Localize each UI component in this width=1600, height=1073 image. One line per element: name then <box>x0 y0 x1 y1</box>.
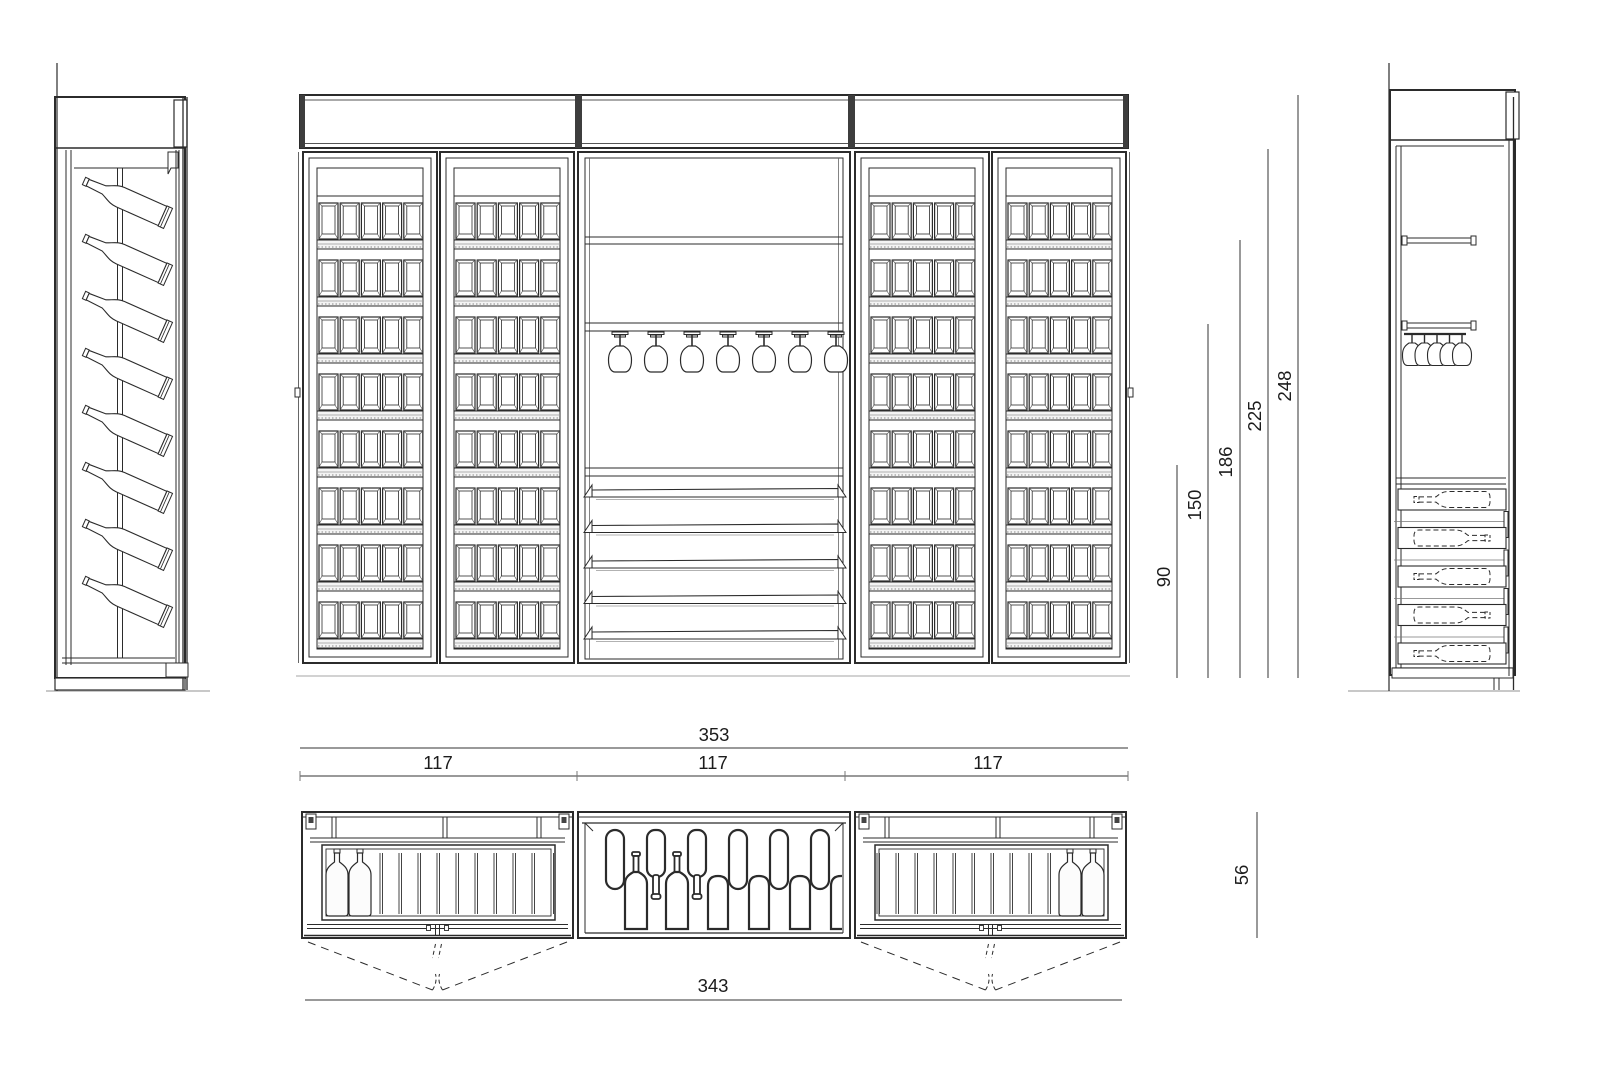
shelf-row <box>316 373 424 421</box>
shelf-row <box>316 202 424 250</box>
shelf-row <box>316 601 424 649</box>
pullout-tray <box>583 518 847 536</box>
shelf-row <box>453 487 561 535</box>
dim-label-overall-width: 353 <box>699 724 730 745</box>
shelf-row <box>868 487 976 535</box>
tilted-bottle <box>81 176 174 230</box>
plan-middle-module <box>577 811 851 939</box>
plan-door-module <box>301 811 574 991</box>
shelf-row <box>868 544 976 592</box>
pullout-tray <box>583 625 847 642</box>
wine-glass <box>607 331 633 373</box>
shelf-row <box>1005 487 1113 535</box>
wine-glass-side <box>1451 334 1473 367</box>
plan-bottle <box>325 848 349 917</box>
plan-bottle <box>1058 848 1082 917</box>
plan-bottle-slots <box>604 828 842 931</box>
dim-label-module-width-3: 117 <box>973 752 1003 773</box>
tilted-bottle <box>81 575 174 629</box>
dim-label-module-width-1: 117 <box>423 752 453 773</box>
dim-label-depth: 56 <box>1231 865 1252 886</box>
bottle-drawer <box>1394 549 1509 588</box>
cornice-divider <box>300 95 305 148</box>
pullout-tray <box>583 483 847 500</box>
front-elevation <box>294 94 1134 677</box>
bottle-drawer <box>1397 488 1507 511</box>
shelf-row <box>868 259 976 307</box>
pullout-tray <box>583 554 847 571</box>
shelf-row <box>316 259 424 307</box>
shelf-row <box>316 487 424 535</box>
wine-door <box>439 151 575 664</box>
right-side-view <box>1348 63 1520 692</box>
wine-glass <box>643 331 669 373</box>
wine-glass <box>823 331 849 373</box>
shelf-row <box>1005 430 1113 478</box>
shelf-row <box>453 202 561 250</box>
shelf-row <box>868 601 976 649</box>
tilted-bottle <box>81 290 174 344</box>
bottle-drawer <box>1394 511 1509 550</box>
wine-glass <box>715 331 741 373</box>
dimensions: 90 150 186 225 248 353 117 117 117 343 5… <box>299 95 1299 1001</box>
plan-view <box>301 811 1127 991</box>
plan-bottle <box>348 848 372 917</box>
shelf-row <box>316 544 424 592</box>
wine-glass <box>751 331 777 373</box>
cornice-divider <box>575 95 582 148</box>
cornice-divider <box>1123 95 1128 148</box>
left-side-view <box>46 63 210 692</box>
bottle-drawer <box>1394 626 1509 665</box>
plan-door-module <box>854 811 1127 991</box>
shelf-row <box>453 601 561 649</box>
dim-label-height-248: 248 <box>1274 371 1295 402</box>
dim-label-height-150: 150 <box>1184 490 1205 521</box>
bottle-drawer <box>1394 588 1509 627</box>
shelf-row <box>1005 601 1113 649</box>
shelf-row <box>453 430 561 478</box>
shelf-row <box>1005 202 1113 250</box>
shelf-row <box>1005 373 1113 421</box>
wine-door <box>302 151 438 664</box>
shelf-row <box>453 316 561 364</box>
tilted-bottle <box>81 233 174 287</box>
tilted-bottle <box>81 347 174 401</box>
pullout-tray <box>583 589 847 607</box>
shelf-row <box>868 373 976 421</box>
dim-label-height-90: 90 <box>1153 567 1174 588</box>
dim-label-module-width-2: 117 <box>698 752 728 773</box>
shelf-row <box>868 430 976 478</box>
wine-door <box>991 151 1127 664</box>
shelf-row <box>453 259 561 307</box>
dim-label-height-225: 225 <box>1244 401 1265 432</box>
dim-label-height-186: 186 <box>1215 447 1236 478</box>
wine-glass <box>679 331 705 373</box>
shelf-row <box>1005 544 1113 592</box>
tilted-bottle <box>81 404 174 458</box>
shelf-row <box>453 544 561 592</box>
dim-label-open-width: 343 <box>698 975 729 996</box>
shelf-row <box>316 316 424 364</box>
shelf-row <box>868 202 976 250</box>
middle-module <box>577 151 851 664</box>
cornice-divider <box>848 95 855 148</box>
shelf-row <box>1005 259 1113 307</box>
wine-glass <box>787 331 813 373</box>
tilted-bottle <box>81 461 174 515</box>
tilted-bottle <box>81 518 174 572</box>
shelf-row <box>453 373 561 421</box>
plan-bottle <box>1081 848 1105 917</box>
shelf-row <box>316 430 424 478</box>
shelf-row <box>1005 316 1113 364</box>
shelf-row <box>868 316 976 364</box>
wine-door <box>854 151 990 664</box>
